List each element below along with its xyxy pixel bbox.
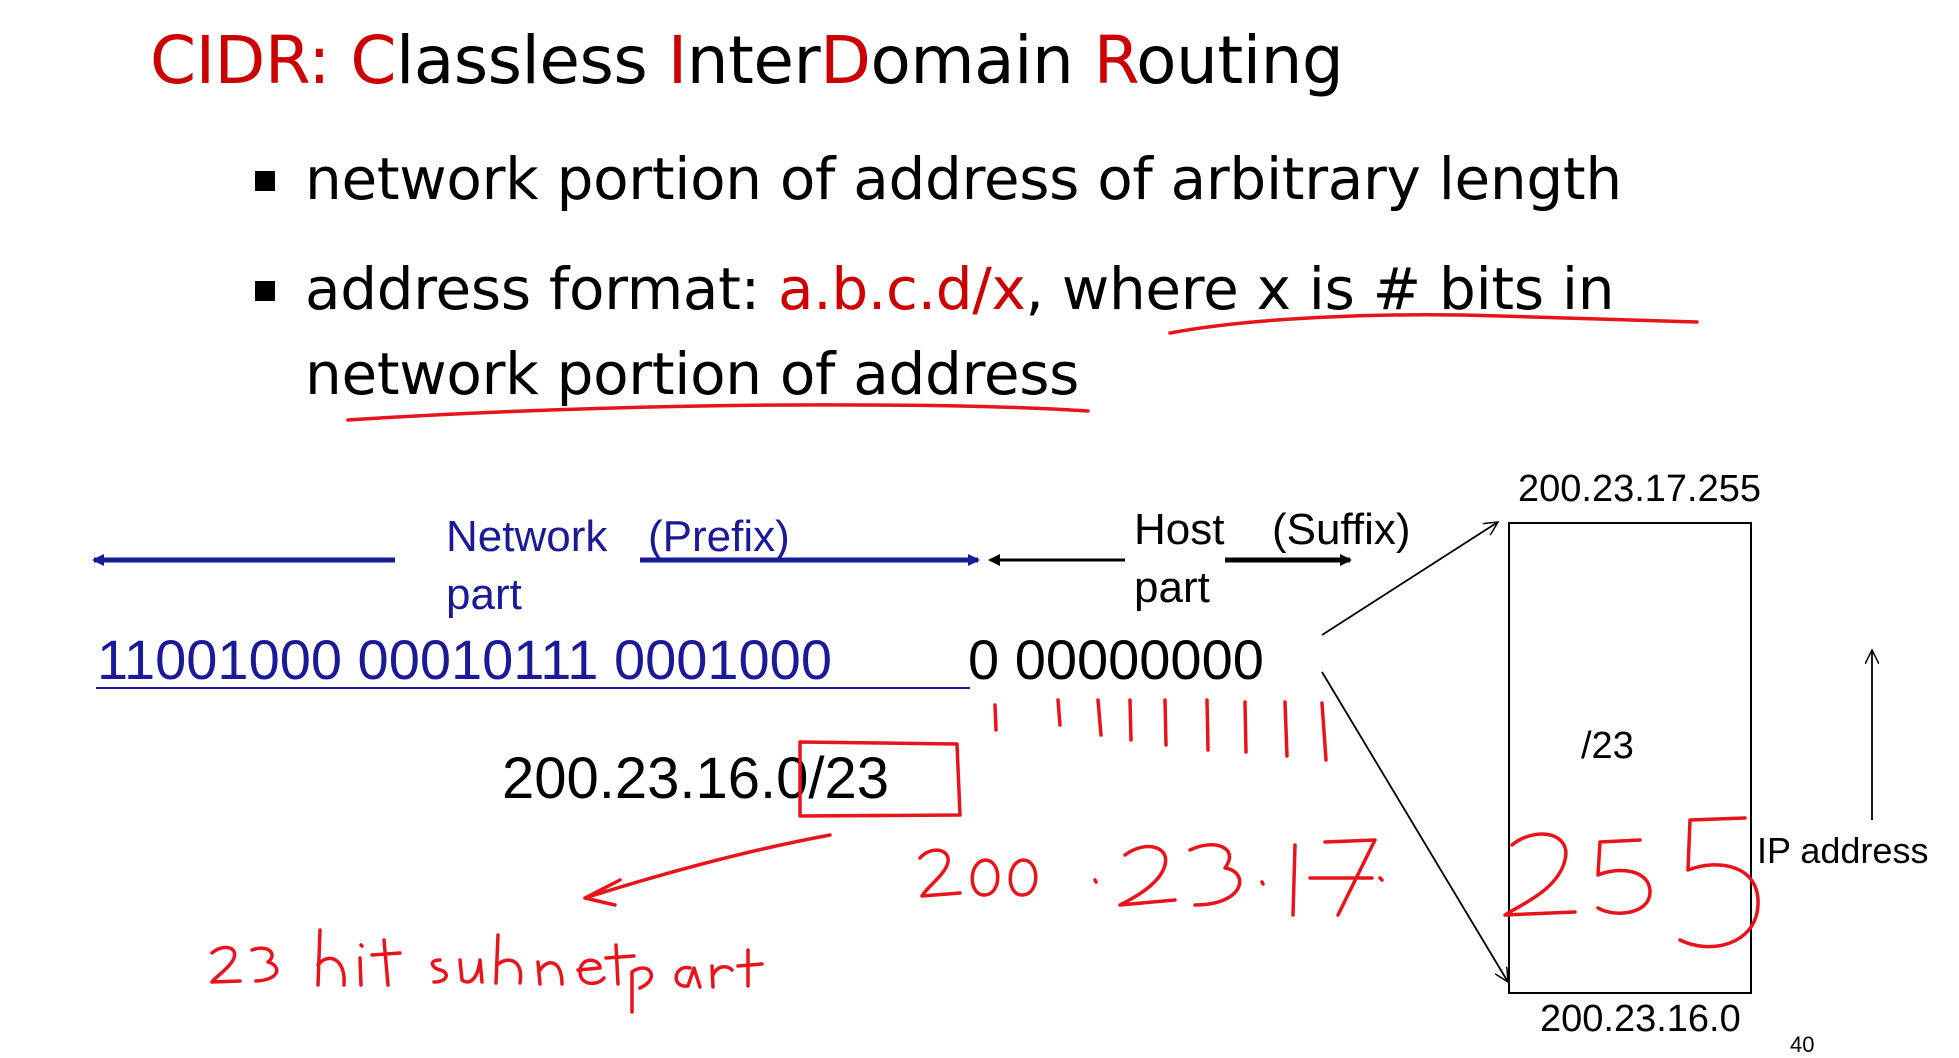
bullet-text: network portion of address bbox=[305, 340, 1080, 408]
range-bottom-address: 200.23.16.0 bbox=[1540, 998, 1741, 1040]
format-notation: a.b.c.d/x bbox=[778, 255, 1026, 323]
title-word-2: nter bbox=[686, 22, 821, 99]
bullet-square-icon bbox=[255, 171, 275, 191]
binary-network-bits: 11001000 00010111 0001000 bbox=[97, 628, 832, 691]
handwritten-ink bbox=[210, 313, 1760, 1014]
cidr-address: 200.23.16.0/23 bbox=[502, 746, 890, 811]
title-word-1: lassless bbox=[396, 22, 668, 99]
range-top-address: 200.23.17.255 bbox=[1518, 468, 1762, 510]
bullet-square-icon bbox=[255, 281, 275, 301]
ip-address-axis-label: IP address bbox=[1757, 830, 1929, 871]
title-acronym: CIDR: C bbox=[150, 22, 397, 99]
bullet-text: network portion of address of arbitrary … bbox=[305, 145, 1622, 213]
prefix-label: (Prefix) bbox=[648, 512, 790, 561]
bullet-text: address format: bbox=[305, 255, 778, 323]
fan-line-top bbox=[1321, 522, 1498, 636]
host-part-label: part bbox=[1134, 563, 1210, 612]
network-part-label: part bbox=[446, 570, 522, 619]
title-letter-r: R bbox=[1093, 22, 1137, 99]
title-letter-i: I bbox=[667, 22, 687, 99]
address-block-box bbox=[1508, 522, 1752, 994]
suffix-label: (Suffix) bbox=[1272, 505, 1411, 554]
network-label: Network bbox=[446, 512, 608, 561]
block-size-label: /23 bbox=[1581, 725, 1634, 767]
title-word-3: omain bbox=[870, 22, 1094, 99]
fan-line-bottom bbox=[1321, 671, 1508, 982]
title-word-4: outing bbox=[1136, 22, 1344, 99]
title-letter-d: D bbox=[820, 22, 871, 99]
bullet-continuation: network portion of address bbox=[305, 340, 1079, 408]
binary-host-bits: 0 00000000 bbox=[968, 628, 1264, 691]
bullet-address-format: address format: a.b.c.d/x, where x is # … bbox=[255, 255, 1615, 323]
bullet-text: , where x is # bits in bbox=[1025, 255, 1615, 323]
slide-title: CIDR: Classless InterDomain Routing bbox=[150, 22, 1344, 99]
bullet-arbitrary-length: network portion of address of arbitrary … bbox=[255, 145, 1622, 213]
host-label: Host bbox=[1134, 505, 1225, 554]
